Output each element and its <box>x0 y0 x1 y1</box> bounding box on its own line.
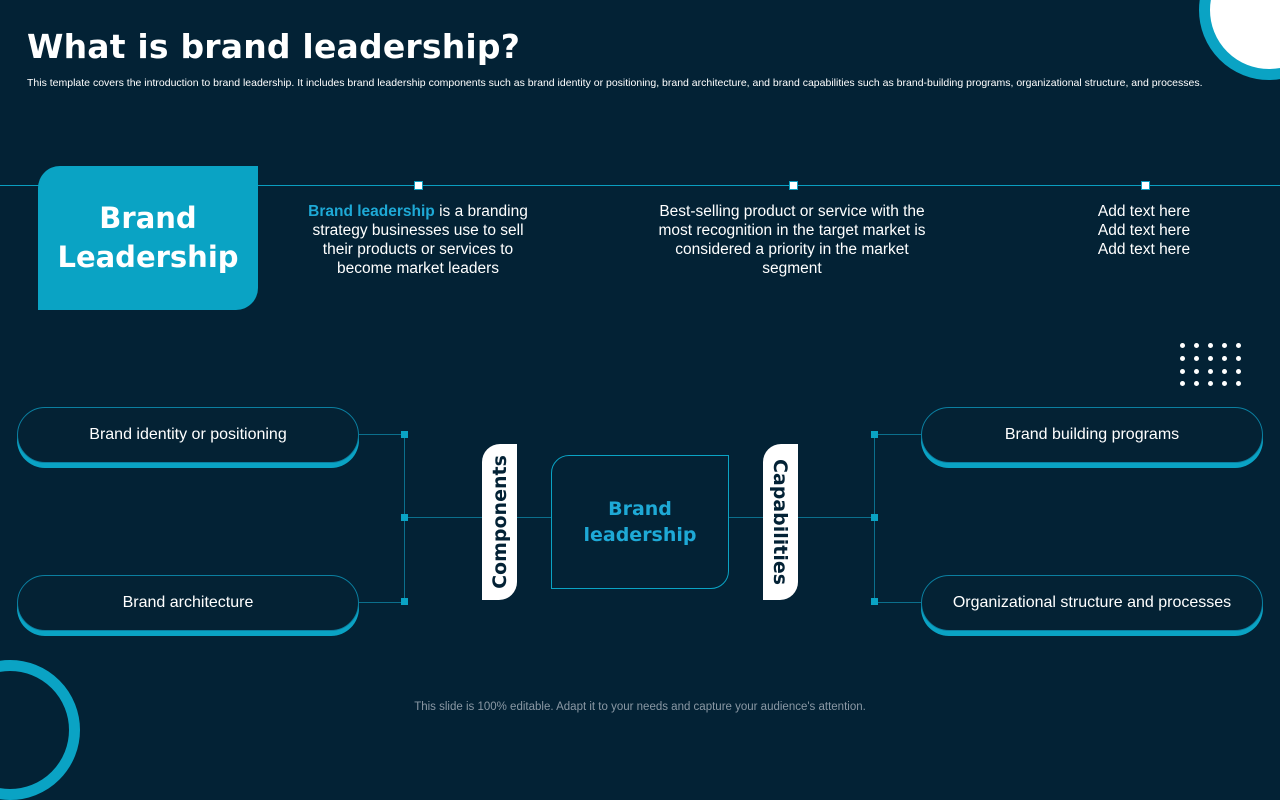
capability-pill-organizational: Organizational structure and processes <box>921 575 1263 631</box>
connector-node <box>401 514 408 521</box>
brand-box-line2: Leadership <box>57 240 239 274</box>
timeline-marker <box>414 181 423 190</box>
connector-node <box>401 598 408 605</box>
footer-note: This slide is 100% editable. Adapt it to… <box>414 701 866 713</box>
placeholder-line: Add text here <box>1097 222 1191 239</box>
decorative-ring-bottom-left <box>0 660 80 800</box>
capability-pill-building-programs: Brand building programs <box>921 407 1263 463</box>
connector-node <box>871 514 878 521</box>
components-label: Components <box>488 455 511 589</box>
connector-line <box>729 517 763 518</box>
connector-line <box>874 434 921 435</box>
brand-box-line1: Brand <box>99 201 197 235</box>
connector-line <box>517 517 551 518</box>
capabilities-label: Capabilities <box>769 458 792 586</box>
connector-line <box>405 517 482 518</box>
placeholder-line: Add text here <box>1097 203 1191 220</box>
center-brand-leadership-box: Brand leadership <box>551 455 729 589</box>
connector-node <box>871 598 878 605</box>
timeline-marker <box>789 181 798 190</box>
connector-line <box>798 517 875 518</box>
center-line2: leadership <box>583 524 697 546</box>
dot-grid-decoration <box>1180 343 1242 387</box>
center-line1: Brand <box>608 498 672 520</box>
timeline-text-best-selling: Best-selling product or service with the… <box>658 203 926 277</box>
capabilities-tab: Capabilities <box>763 444 798 600</box>
connector-node <box>401 431 408 438</box>
timeline-line <box>0 185 1280 186</box>
definition-highlight: Brand leadership <box>308 203 435 220</box>
definition-text: is a branding strategy businesses use to… <box>312 203 528 277</box>
component-pill-identity: Brand identity or positioning <box>17 407 359 463</box>
components-tab: Components <box>482 444 517 600</box>
component-pill-architecture: Brand architecture <box>17 575 359 631</box>
brand-leadership-box: Brand Leadership <box>38 166 258 310</box>
page-title: What is brand leadership? <box>27 27 521 66</box>
page-subtitle: This template covers the introduction to… <box>27 77 1203 89</box>
connector-line <box>359 434 405 435</box>
timeline-text-definition: Brand leadership is a branding strategy … <box>298 202 538 278</box>
timeline-text-placeholder: Add text here Add text here Add text her… <box>1074 202 1214 259</box>
connector-line <box>874 602 921 603</box>
decorative-ring-top-right <box>1199 0 1280 80</box>
connector-line <box>359 602 405 603</box>
placeholder-line: Add text here <box>1097 241 1191 258</box>
connector-node <box>871 431 878 438</box>
timeline-marker <box>1141 181 1150 190</box>
